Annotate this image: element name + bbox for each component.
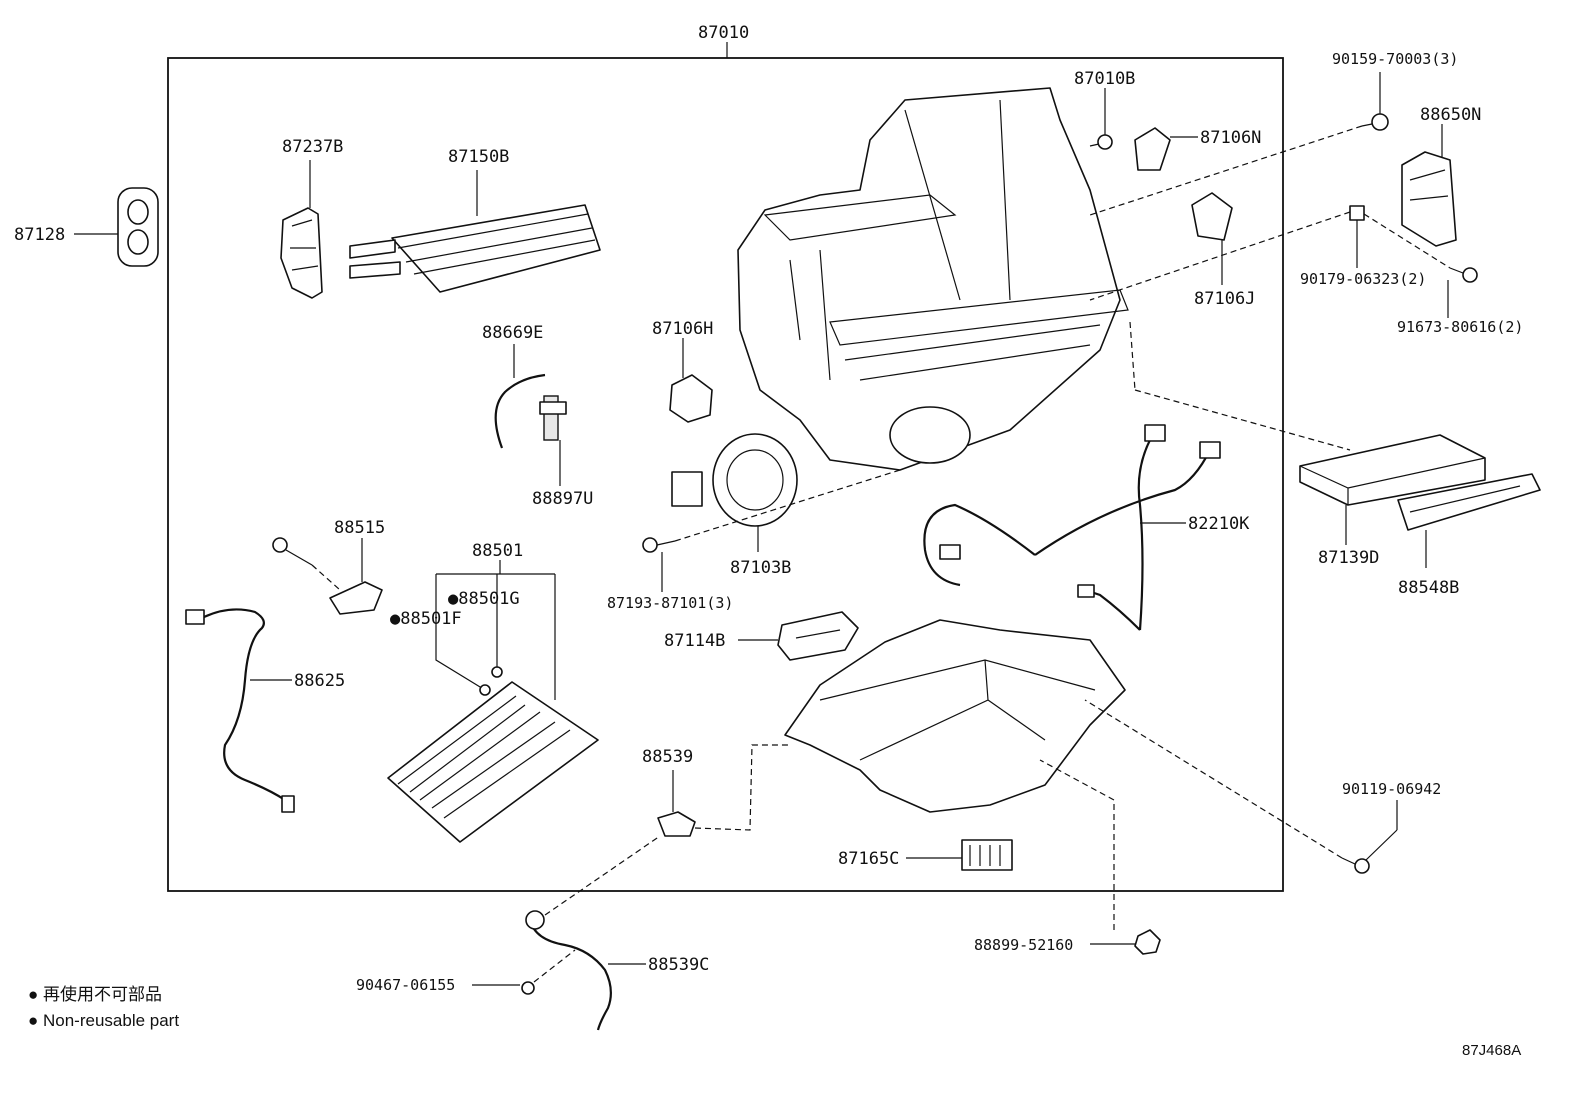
label-88650N[interactable]: 88650N xyxy=(1420,105,1481,125)
label-88548B[interactable]: 88548B xyxy=(1398,578,1459,598)
label-88669E[interactable]: 88669E xyxy=(482,323,543,343)
part-88548B-filter-cover[interactable] xyxy=(1397,473,1541,531)
label-91673[interactable]: 91673-80616(2) xyxy=(1397,318,1523,336)
part-90467-clip[interactable] xyxy=(521,981,535,995)
part-91673-bolt[interactable] xyxy=(1449,267,1478,283)
label-87114B[interactable]: 87114B xyxy=(664,631,725,651)
label-87128[interactable]: 87128 xyxy=(14,225,65,245)
part-87139D-filter[interactable] xyxy=(1299,434,1486,506)
part-87128-grommet[interactable] xyxy=(117,187,159,267)
part-88650N-amplifier[interactable] xyxy=(1401,151,1457,247)
part-87114B-bracket[interactable] xyxy=(777,611,859,661)
label-90467[interactable]: 90467-06155 xyxy=(356,976,455,994)
label-90159[interactable]: 90159-70003(3) xyxy=(1332,50,1458,68)
part-82210K-wire-harness[interactable] xyxy=(923,424,1221,631)
label-87010B[interactable]: 87010B xyxy=(1074,69,1135,89)
part-90119-bolt[interactable] xyxy=(1341,857,1370,874)
part-88899-nut[interactable] xyxy=(1134,929,1161,955)
label-88501F[interactable]: ●88501F xyxy=(390,609,462,629)
label-87139D[interactable]: 87139D xyxy=(1318,548,1379,568)
part-88539C-tube[interactable] xyxy=(525,910,612,1031)
label-87106N[interactable]: 87106N xyxy=(1200,128,1261,148)
part-87150B-heater-core[interactable] xyxy=(349,204,601,293)
part-lower-case[interactable] xyxy=(784,619,1126,813)
label-88501[interactable]: 88501 xyxy=(472,541,523,561)
label-88897U[interactable]: 88897U xyxy=(532,489,593,509)
label-88539C[interactable]: 88539C xyxy=(648,955,709,975)
label-90119[interactable]: 90119-06942 xyxy=(1342,780,1441,798)
label-82210K[interactable]: 82210K xyxy=(1188,514,1250,534)
legend-english: ● Non-reusable part xyxy=(28,1011,179,1030)
part-88625-sensor-wire[interactable] xyxy=(185,608,295,813)
label-88539[interactable]: 88539 xyxy=(642,747,693,767)
label-87103B[interactable]: 87103B xyxy=(730,558,791,578)
label-87106J[interactable]: 87106J xyxy=(1194,289,1255,309)
label-87150B[interactable]: 87150B xyxy=(448,147,509,167)
label-87237B[interactable]: 87237B xyxy=(282,137,343,157)
part-87165C-resistor[interactable] xyxy=(961,839,1013,871)
part-88669E-hose[interactable] xyxy=(494,373,546,449)
label-90179[interactable]: 90179-06323(2) xyxy=(1300,270,1426,288)
label-88501G[interactable]: ●88501G xyxy=(448,589,520,609)
label-87165C[interactable]: 87165C xyxy=(838,849,899,869)
part-87193-screw[interactable] xyxy=(642,537,676,553)
assembly-frame xyxy=(167,57,1284,892)
part-88539-sensor[interactable] xyxy=(657,811,696,837)
part-87103B-blower-motor[interactable] xyxy=(671,433,798,527)
part-90159-screw[interactable] xyxy=(1361,113,1389,131)
label-87193[interactable]: 87193-87101(3) xyxy=(607,594,733,612)
part-87106J-servo[interactable] xyxy=(1191,192,1233,241)
label-87010[interactable]: 87010 xyxy=(698,23,749,43)
part-90179-clip[interactable] xyxy=(1349,205,1365,221)
label-88625[interactable]: 88625 xyxy=(294,671,345,691)
label-87106H[interactable]: 87106H xyxy=(652,319,713,339)
legend-japanese: ● 再使用不可部品 xyxy=(28,984,162,1004)
part-hvac-unit-case[interactable] xyxy=(737,87,1129,471)
diagram-code: 87J468A xyxy=(1462,1042,1521,1059)
part-87237B-bracket[interactable] xyxy=(280,207,323,299)
label-88899[interactable]: 88899-52160 xyxy=(974,936,1073,954)
part-88515-valve[interactable] xyxy=(272,537,383,615)
label-88515[interactable]: 88515 xyxy=(334,518,385,538)
part-87106N-servo[interactable] xyxy=(1134,127,1171,171)
part-88897U-sensor[interactable] xyxy=(539,395,567,441)
part-87010B-screw[interactable] xyxy=(1089,134,1113,150)
part-88501-evaporator[interactable] xyxy=(387,681,599,843)
part-87106H-servo[interactable] xyxy=(669,374,713,423)
